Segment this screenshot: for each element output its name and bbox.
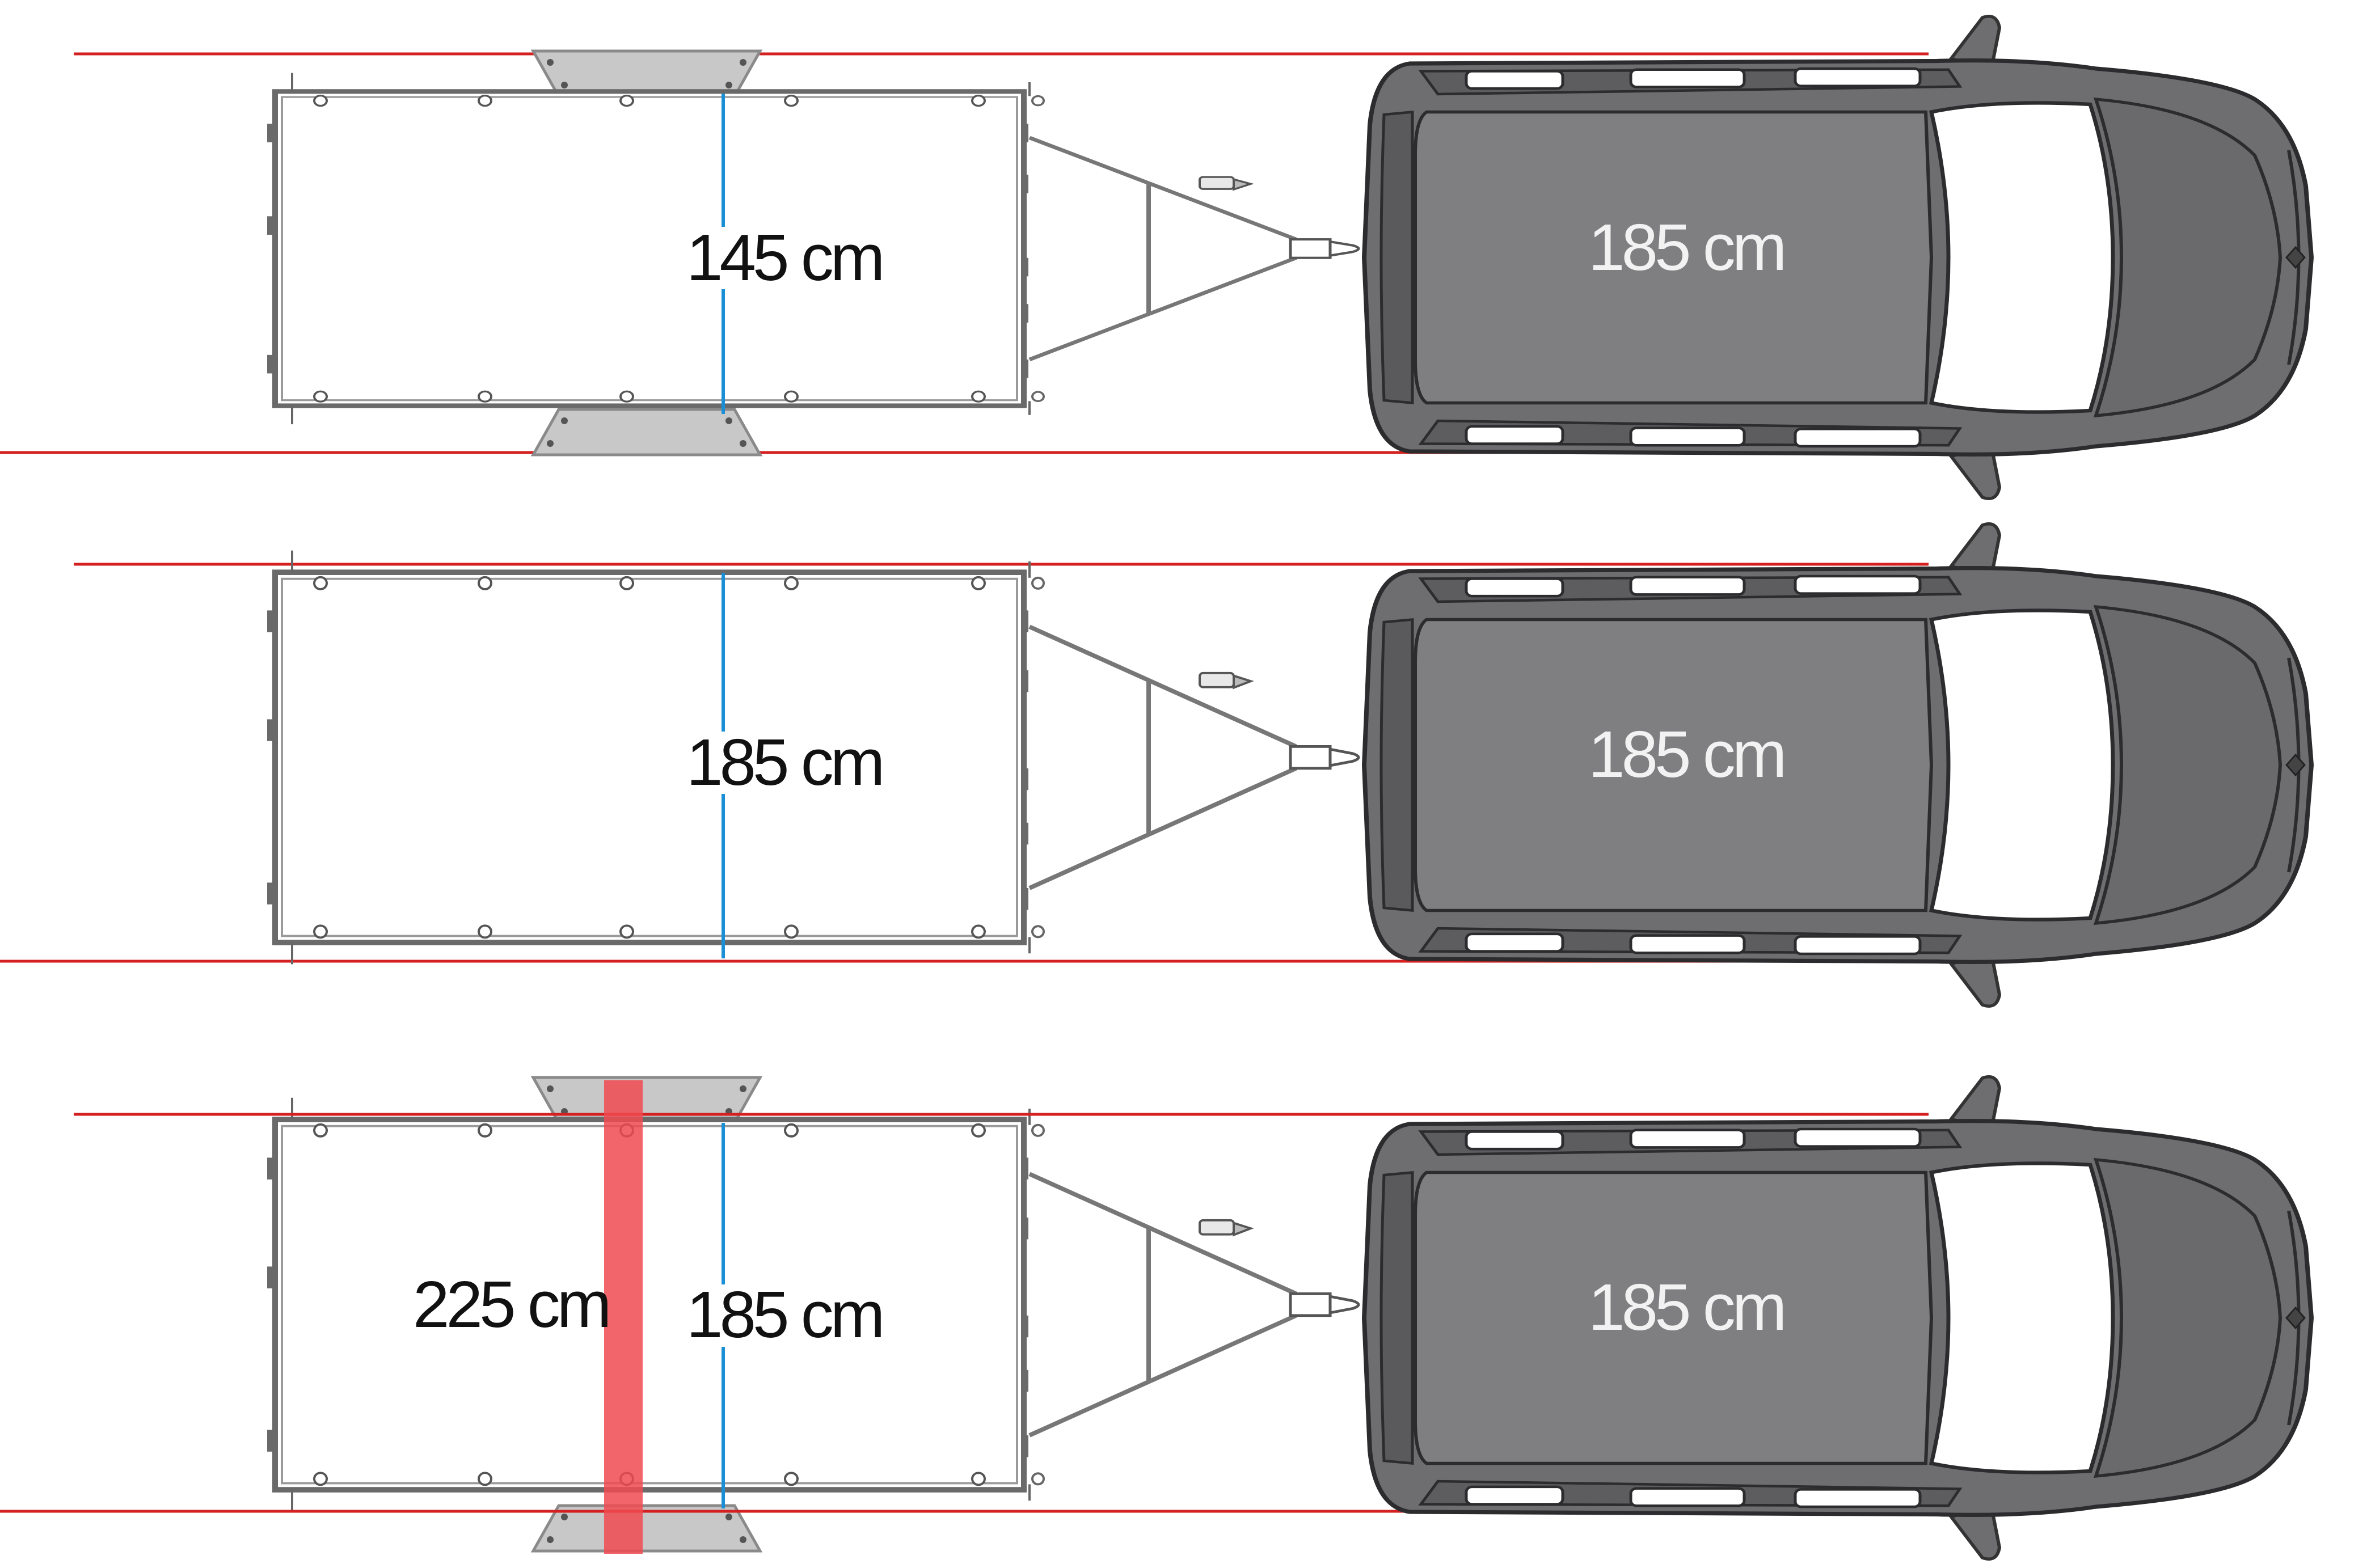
car-width-label: 185 cm (1588, 1270, 1783, 1344)
trailer-width-label: 145 cm (686, 221, 881, 294)
row-1: 145 cm 185 cm (0, 16, 2311, 499)
trailer-label-bg (684, 227, 845, 289)
overall-width-band (604, 1080, 643, 1554)
row-3: 225 cm 185 cm 185 cm (0, 1077, 2311, 1559)
trailer-label-bg (684, 1284, 857, 1347)
car-width-label: 185 cm (1588, 717, 1783, 791)
trailer-width-label: 185 cm (686, 1278, 881, 1351)
overall-width-label: 225 cm (413, 1267, 608, 1341)
car-width-label: 185 cm (1588, 210, 1783, 284)
trailer-fender-bottom (533, 409, 760, 455)
car (1364, 16, 2311, 499)
car (1364, 524, 2311, 1007)
trailer-fender-top (533, 1077, 760, 1123)
overall-label-bg (411, 1273, 593, 1335)
trailer-width-label: 185 cm (686, 725, 881, 799)
trailer-label-bg (684, 732, 857, 794)
row-2: 185 cm 185 cm (0, 524, 2311, 1007)
car (1364, 1077, 2311, 1559)
